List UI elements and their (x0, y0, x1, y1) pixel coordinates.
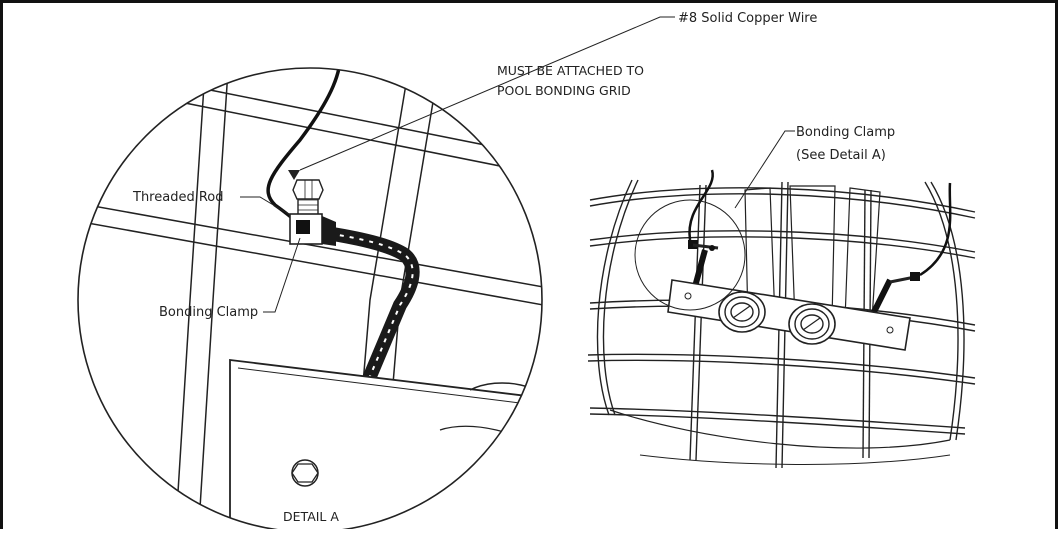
bonding-clamp-detail (289, 179, 336, 246)
mounting-plate (229, 358, 542, 532)
hex-nut (292, 179, 324, 200)
detail-a-contents (78, 68, 542, 532)
label-bonding-clamp: Bonding Clamp (159, 305, 258, 320)
detail-a-view (77, 67, 543, 533)
overview-clamp-right (889, 272, 920, 284)
leader-line-right (734, 130, 795, 209)
label-must-attach-1: MUST BE ATTACHED TO (497, 63, 644, 78)
label-copper-wire: #8 Solid Copper Wire (678, 11, 817, 26)
label-must-attach-2: POOL BONDING GRID (497, 83, 631, 98)
overview-clamp-left (688, 240, 719, 251)
leader-lines-left (240, 16, 675, 313)
overview-wire-left (688, 169, 714, 241)
fitting-left (718, 291, 766, 333)
wire-arrowhead (288, 170, 300, 180)
label-bonding-clamp-right-2: (See Detail A) (796, 148, 886, 163)
installation-view (587, 169, 976, 469)
overview-wire-right (919, 182, 952, 277)
plate-bolt (291, 459, 319, 487)
bent-rod-highlight (319, 231, 414, 401)
detail-callout-circle (634, 199, 746, 311)
label-detail-a: DETAIL A (283, 509, 339, 524)
fitting-right (788, 303, 836, 345)
label-threaded-rod: Threaded Rod (132, 190, 224, 205)
label-bonding-clamp-right-1: Bonding Clamp (796, 125, 895, 140)
